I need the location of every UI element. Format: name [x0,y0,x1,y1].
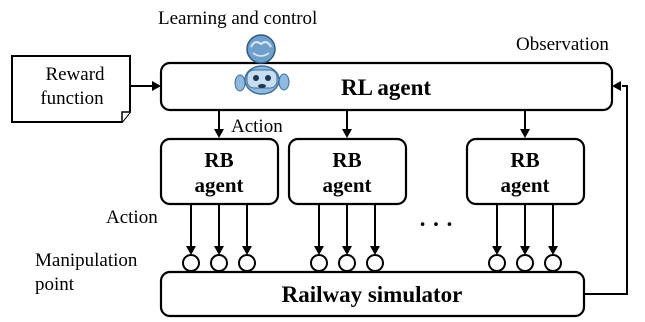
ellipsis-dots: · · · [419,212,454,237]
rb-agent-1-line1: RB [204,148,233,172]
action-label-lower: Action [106,207,158,228]
action-label-upper: Action [231,116,283,137]
rb-agent-box-3: RB agent [465,137,586,206]
manipulation-label-line1: Manipulation [35,250,138,271]
reward-function-label-line2: function [40,88,104,109]
learning-control-label: Learning and control [158,8,317,29]
observation-label: Observation [516,34,609,55]
rb-agent-3-line2: agent [501,173,550,197]
rb-agent-3-line1: RB [510,148,539,172]
reward-function-label-line1: Reward [45,64,105,85]
rb-agent-box-1: RB agent [159,137,280,206]
robot-icon [234,34,290,95]
manipulation-points [182,254,562,272]
rl-agent-label: RL agent [341,75,431,100]
rb-agent-2-line2: agent [323,173,372,197]
manipulation-label-line2: point [35,274,75,295]
manipulation-arrows [186,204,558,255]
railway-simulator-label: Railway simulator [282,282,463,307]
rb-agent-box-2: RB agent [287,137,408,206]
observation-feedback-arrow [584,85,628,295]
rb-agent-1-line2: agent [195,173,244,197]
rb-agent-2-line1: RB [332,148,361,172]
reward-function-box: Reward function [11,55,131,123]
